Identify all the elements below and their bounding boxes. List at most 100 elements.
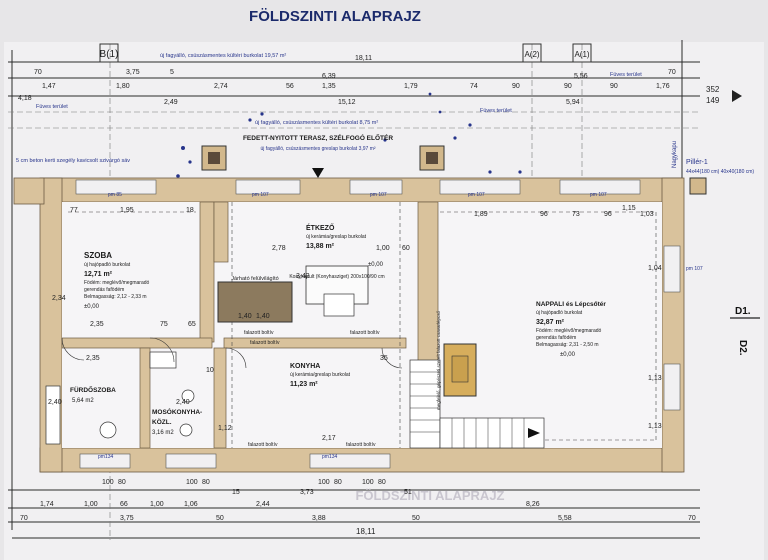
svg-text:1,80: 1,80 [116, 83, 130, 90]
room-nappali: NAPPALI és Lépcsőtér új hajópadló burkol… [536, 301, 606, 358]
terrace-mid-note: új fagyálló, csúszásmentes kültéri burko… [255, 120, 378, 126]
kitchen-island-label: Konyhapult (Konyhasziget) 200x100/90 cm [289, 274, 384, 280]
entry-arrow [312, 168, 324, 178]
svg-text:pm 107: pm 107 [686, 266, 703, 272]
watermark-text: FÖLDSZINTI ALAPRAJZ [355, 488, 504, 503]
svg-text:80: 80 [202, 479, 210, 486]
grass-note-3: Füves terület [480, 108, 512, 114]
svg-text:56: 56 [286, 83, 294, 90]
svg-text:100: 100 [102, 479, 114, 486]
staircase [409, 359, 545, 449]
svg-text:1,04: 1,04 [648, 265, 662, 272]
svg-text:1,47: 1,47 [42, 83, 56, 90]
axis-markers: B(1) A(2) A(1) [99, 43, 592, 63]
svg-text:18: 18 [186, 207, 194, 214]
svg-text:1,79: 1,79 [404, 83, 418, 90]
porch-label: FEDETT-NYITOTT TERASZ, SZÉLFOGÓ ELŐTÉR [243, 133, 393, 142]
svg-text:15,12: 15,12 [338, 99, 356, 106]
fireplace-core [451, 355, 469, 383]
svg-text:96: 96 [604, 211, 612, 218]
svg-text:10: 10 [206, 367, 214, 374]
svg-text:35: 35 [380, 355, 388, 362]
svg-text:65: 65 [188, 321, 196, 328]
bottom-windows [79, 453, 391, 469]
svg-text:pm 107: pm 107 [468, 192, 485, 198]
svg-text:falazott boltív: falazott boltív [248, 442, 278, 448]
svg-text:MOSÓKONYHA-: MOSÓKONYHA- [152, 407, 202, 416]
svg-text:±0,00: ±0,00 [84, 304, 100, 310]
svg-text:1,89: 1,89 [474, 211, 488, 218]
pillar-label: Pillér-1 [686, 159, 708, 166]
svg-text:70: 70 [688, 515, 696, 522]
kerb-note: 5 cm beton kerti szegély kavicsolt szivá… [16, 158, 130, 164]
porch-posts [201, 145, 707, 195]
svg-text:12,71 m²: 12,71 m² [84, 271, 113, 278]
svg-text:15: 15 [232, 489, 240, 496]
svg-text:74: 74 [470, 83, 478, 90]
bathroom-fixtures [45, 351, 195, 445]
svg-text:1,13: 1,13 [648, 375, 662, 382]
svg-text:3,88: 3,88 [312, 515, 326, 522]
level-arrow-right [732, 90, 742, 102]
svg-text:100: 100 [186, 479, 198, 486]
svg-text:4,18: 4,18 [18, 95, 32, 102]
stove-block [323, 293, 355, 317]
svg-text:96: 96 [540, 211, 548, 218]
svg-text:falazott boltív: falazott boltív [346, 442, 376, 448]
room-furdoszoba: FÜRDŐSZOBA 5,64 m2 [70, 385, 116, 404]
svg-text:3,73: 3,73 [300, 489, 314, 496]
svg-text:KONYHA: KONYHA [290, 363, 320, 370]
stair-note: megfelelő, gépészeti szerelt falazott cs… [436, 310, 441, 410]
svg-text:80: 80 [334, 479, 342, 486]
svg-text:pm 107: pm 107 [370, 192, 387, 198]
stair-arrow [528, 428, 540, 438]
survey-marks [176, 92, 522, 178]
svg-text:FÜRDŐSZOBA: FÜRDŐSZOBA [70, 385, 116, 394]
svg-text:2,74: 2,74 [214, 83, 228, 90]
arch-lines [68, 202, 657, 448]
bottom-dimensions: 1,74 1,00 66 1,00 1,06 15 2,44 3,73 51 8… [20, 489, 696, 536]
svg-text:5,64 m2: 5,64 m2 [72, 398, 94, 404]
section-d2: D2. [737, 340, 748, 356]
plan-title: FÖLDSZINTI ALAPRAJZ [249, 8, 421, 25]
svg-text:75: 75 [160, 321, 168, 328]
svg-text:3,75: 3,75 [120, 515, 134, 522]
arch-labels: falazott boltív falazott boltív falazott… [244, 330, 380, 448]
svg-text:70: 70 [34, 69, 42, 76]
svg-text:60: 60 [402, 245, 410, 252]
svg-text:3,42: 3,42 [296, 273, 310, 280]
svg-text:pm 85: pm 85 [108, 192, 122, 198]
svg-text:70: 70 [20, 515, 28, 522]
svg-text:80: 80 [378, 479, 386, 486]
svg-text:falazott boltív: falazott boltív [250, 340, 280, 346]
svg-text:1,40: 1,40 [256, 313, 270, 320]
svg-text:Belmagasság: 2,31 - 2,50 m: Belmagasság: 2,31 - 2,50 m [536, 342, 599, 348]
svg-text:5,56: 5,56 [574, 73, 588, 80]
svg-text:NAPPALI és Lépcsőtér: NAPPALI és Lépcsőtér [536, 301, 606, 308]
svg-text:5: 5 [170, 69, 174, 76]
svg-text:pm 107: pm 107 [590, 192, 607, 198]
svg-text:3,75: 3,75 [126, 69, 140, 76]
section-d1: D1. [735, 306, 751, 317]
svg-text:80: 80 [118, 479, 126, 486]
svg-text:2,40: 2,40 [176, 399, 190, 406]
svg-text:pm 107: pm 107 [252, 192, 269, 198]
room-szoba: SZOBA új hajópadló burkolat 12,71 m² Föd… [84, 251, 150, 310]
svg-text:2,35: 2,35 [90, 321, 104, 328]
room-etkezo: ÉTKEZŐ új kerámia/greslap burkolat 13,88… [306, 223, 384, 268]
stair-steps [410, 371, 525, 448]
svg-text:új hajópadló burkolat: új hajópadló burkolat [84, 262, 131, 268]
svg-text:77: 77 [70, 207, 78, 214]
exterior-notes: új fagyálló, csúszásmentes kültéri burko… [16, 53, 754, 175]
svg-text:6,39: 6,39 [322, 73, 336, 80]
svg-text:51: 51 [404, 489, 412, 496]
grass-note-2: Füves terület [36, 104, 68, 110]
svg-text:2,35: 2,35 [86, 355, 100, 362]
svg-text:pm134: pm134 [322, 454, 338, 460]
svg-text:új kerámia/greslap burkolat: új kerámia/greslap burkolat [290, 372, 351, 378]
svg-text:falazott boltív: falazott boltív [244, 330, 274, 336]
room-konyha: KONYHA új kerámia/greslap burkolat 11,23… [290, 363, 351, 388]
svg-text:66: 66 [120, 501, 128, 508]
